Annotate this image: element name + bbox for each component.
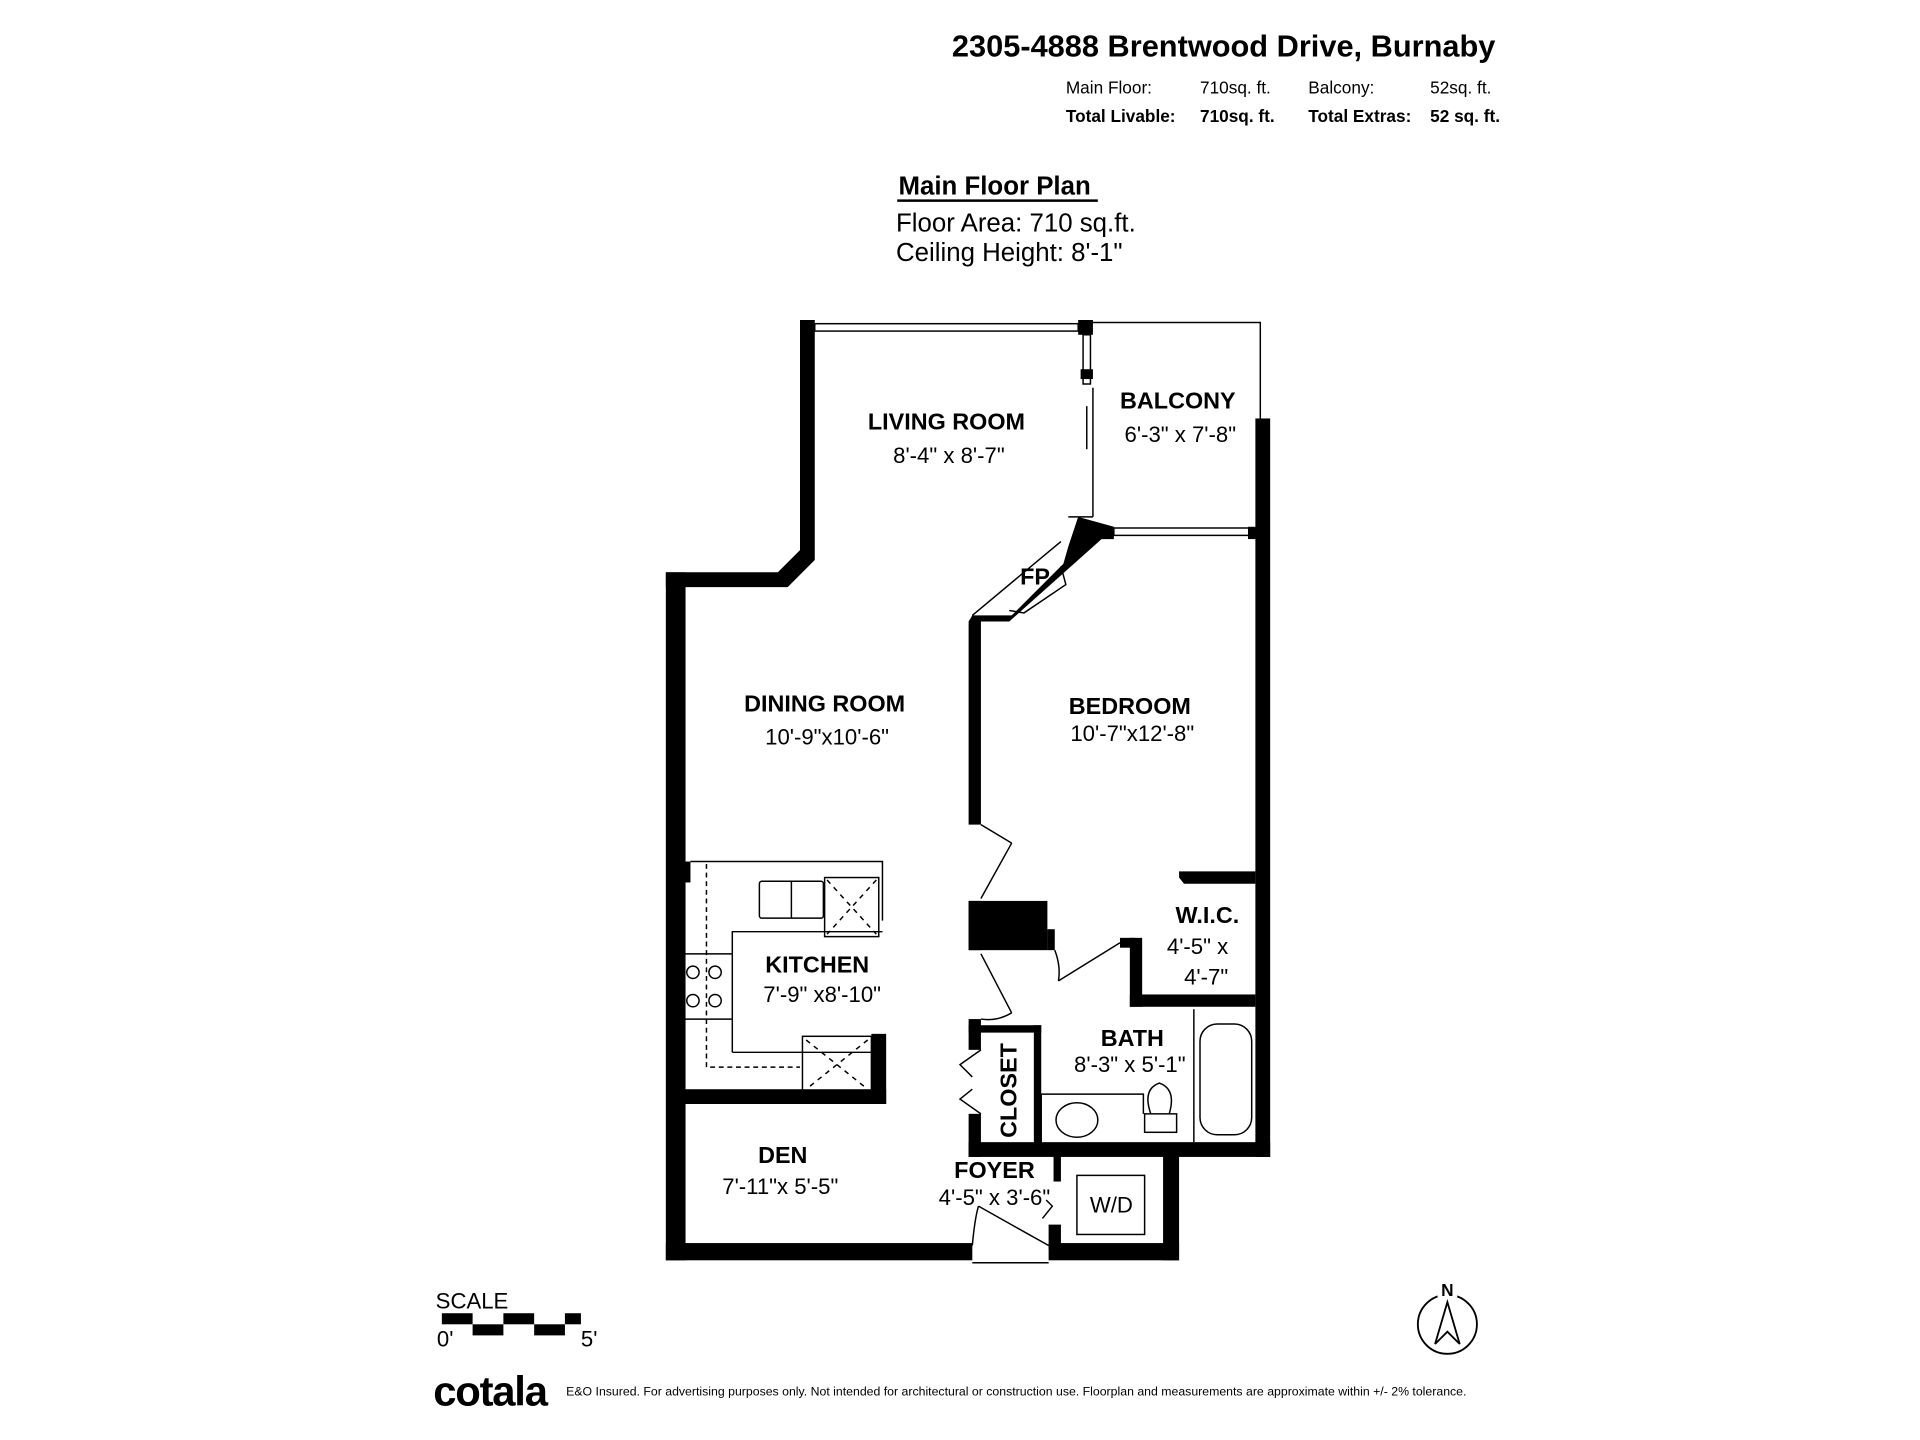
balcony-railing [1092, 321, 1262, 419]
walls [665, 320, 1271, 1261]
bedroom-window [1113, 527, 1253, 537]
fridge [823, 876, 880, 938]
balcony-door-window [1082, 334, 1092, 385]
main-floor-value: 710sq. ft. [1200, 78, 1271, 98]
dining-room-dims: 10'-9"x10'-6" [765, 725, 889, 750]
stove-burners [686, 965, 722, 1008]
wic-dims-line1: 4'-5" x [1167, 934, 1228, 959]
laundry-label: W/D [1090, 1192, 1133, 1217]
toilet [1147, 1082, 1173, 1115]
north-arrow-icon: N [1416, 1280, 1478, 1355]
balcony-dims: 6'-3" x 7'-8" [1125, 422, 1237, 447]
balcony-value: 52sq. ft. [1430, 78, 1491, 98]
scale-label: SCALE [436, 1288, 509, 1313]
total-extras-label: Total Extras: [1308, 106, 1411, 126]
thin-lines [680, 321, 1262, 1264]
wic-dims-line2: 4'-7" [1184, 965, 1228, 990]
bedroom-label: BEDROOM [1069, 693, 1191, 719]
closet-label: CLOSET [996, 1042, 1022, 1138]
living-room-dims: 8'-4" x 8'-7" [893, 443, 1005, 468]
plan-title: Main Floor Plan [898, 172, 1090, 200]
scale-bar: SCALE 0' 5' [436, 1288, 598, 1351]
bath-sink [1055, 1102, 1099, 1138]
living-window [814, 322, 1079, 332]
balcony-label: BALCONY [1120, 388, 1236, 414]
cotala-logo: cotala [433, 1368, 548, 1415]
total-extras-value: 52 sq. ft. [1430, 106, 1500, 126]
fireplace-label: FP [1020, 564, 1050, 590]
disclaimer: E&O Insured. For advertising purposes on… [566, 1385, 1466, 1399]
washer-dryer [1076, 1174, 1146, 1236]
dishwasher [801, 1035, 873, 1094]
main-floor-label: Main Floor: [1066, 78, 1152, 98]
fireplace-hearth [1009, 565, 1067, 614]
compass-label: N [1441, 1280, 1453, 1300]
floor-area: Floor Area: 710 sq.ft. [896, 209, 1136, 237]
ceiling-height: Ceiling Height: 8'-1" [896, 239, 1123, 267]
scale-end: 5' [581, 1326, 598, 1351]
dining-room-label: DINING ROOM [744, 690, 905, 716]
total-livable-label: Total Livable: [1066, 106, 1176, 126]
bathtub [1199, 1023, 1253, 1136]
bath-label: BATH [1101, 1025, 1164, 1051]
bath-dims: 8'-3" x 5'-1" [1074, 1052, 1186, 1077]
foyer-label: FOYER [954, 1157, 1035, 1183]
den-label: DEN [758, 1142, 807, 1168]
den-dims: 7'-11"x 5'-5" [722, 1174, 838, 1199]
address-title: 2305-4888 Brentwood Drive, Burnaby [952, 29, 1495, 64]
balcony-label: Balcony: [1308, 78, 1374, 98]
kitchen-label: KITCHEN [765, 951, 869, 977]
wic-label: W.I.C. [1176, 902, 1240, 928]
scale-start: 0' [437, 1326, 454, 1351]
living-room-label: LIVING ROOM [868, 409, 1025, 435]
foyer-dims: 4'-5" x 3'-6" [939, 1185, 1051, 1210]
total-livable-value: 710sq. ft. [1200, 106, 1275, 126]
room-labels: LIVING ROOM 8'-4" x 8'-7" BALCONY 6'-3" … [722, 388, 1239, 1218]
kitchen-dims: 7'-9" x8'-10" [763, 982, 881, 1007]
bedroom-dims: 10'-7"x12'-8" [1070, 721, 1194, 746]
